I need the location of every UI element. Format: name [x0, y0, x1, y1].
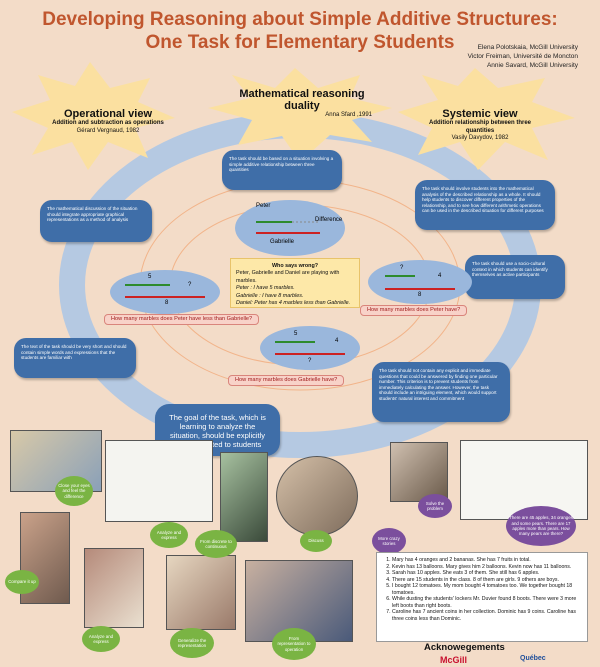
- photo-worksheet: [460, 440, 588, 520]
- question-3: How many marbles does Gabrielle have?: [228, 375, 345, 386]
- question-1: How many marbles does Peter have less th…: [104, 314, 260, 325]
- bubble-crazy: More crazy stories: [372, 528, 406, 554]
- task-item: Sarah has 10 apples. She eats 3 of them.…: [392, 570, 582, 577]
- photo-discrete: [220, 452, 268, 542]
- box-situation: The task should be based on a situation …: [222, 150, 342, 190]
- diagram-center-oval: [235, 200, 345, 256]
- photo-analyze: [84, 548, 144, 628]
- star-systemic: [398, 68, 575, 170]
- photo-discuss: [276, 456, 358, 536]
- operational-heading: Operational view: [63, 108, 153, 120]
- box-context: The task should use a socio-cultural con…: [465, 255, 565, 299]
- authors: Elena Polotskaia, McGill University Vict…: [468, 43, 578, 70]
- diagram-left-oval: [110, 270, 220, 314]
- task-item: There are 15 students in the class. 8 of…: [392, 577, 582, 584]
- who-says-line-4: Daniel: Peter has 4 marbles less than Ga…: [236, 300, 351, 307]
- bubble-analyze-2: Analyze and express: [82, 626, 120, 652]
- task-item: Caroline has 7 ancient coins in her coll…: [392, 609, 582, 622]
- label-difference: Difference: [315, 217, 343, 223]
- mathematical-heading: Mathematical reasoning duality: [239, 88, 365, 112]
- mcgill-logo: McGill: [440, 655, 468, 665]
- bubble-discuss: Discuss: [300, 530, 332, 552]
- who-says-heading: Who says wrong?: [271, 263, 319, 269]
- diagram-bottom-oval: [260, 326, 360, 370]
- bubble-analyze-1: Analyze and express: [150, 522, 188, 548]
- author-3: Annie Savard, McGill University: [486, 62, 578, 69]
- quebec-logo: Québec: [520, 655, 546, 662]
- author-2: Victor Freiman, Université de Moncton: [467, 53, 578, 60]
- ack-heading: Acknowegements: [424, 642, 505, 653]
- box-short: The text of the task should be very shor…: [14, 338, 136, 378]
- operational-sub: Addition and subtraction as operations: [52, 120, 164, 126]
- question-2: How many marbles does Peter have?: [360, 305, 468, 316]
- photo-board: [105, 440, 213, 522]
- task-list: Mary has 4 oranges and 2 bananas. She ha…: [376, 552, 588, 642]
- star-mathematical: [208, 68, 392, 162]
- label-right-bottom: 8: [418, 292, 422, 298]
- who-says-wrong: Who says wrong? Peter, Gabrielle and Dan…: [230, 258, 360, 308]
- label-gabrielle: Gabrielle: [270, 239, 295, 245]
- label-bottom-mid: 4: [335, 338, 339, 344]
- bubble-representation: From representation to operation: [272, 628, 316, 660]
- label-bottom-top: 5: [294, 331, 298, 337]
- task-item: I bought 12 tomatoes. My mom bought 4 to…: [392, 583, 582, 596]
- label-left-top: 5: [148, 274, 152, 280]
- systemic-author: Vasily Davydov, 1982: [451, 135, 509, 141]
- box-discussion: The mathematical discussion of the situa…: [40, 200, 152, 242]
- poster-title: Developing Reasoning about Simple Additi…: [0, 8, 600, 54]
- label-right-top: ?: [400, 265, 404, 271]
- bubble-close-eyes: Close your eyes and feel the difference: [55, 476, 93, 506]
- bubble-compare: Compare it up: [5, 570, 39, 594]
- mathematical-author: Anna Sfard ,1991: [325, 112, 372, 118]
- label-bottom-q: ?: [308, 358, 312, 364]
- operational-view: Operational view Addition and subtractio…: [48, 108, 168, 135]
- star-operational: [12, 62, 175, 170]
- bubble-solve: Solve the problem: [418, 494, 452, 518]
- task-item: While dusting the students' lockers Mr. …: [392, 596, 582, 609]
- label-peter: Peter: [256, 203, 271, 209]
- operational-author: Gérard Vergnaud, 1982: [76, 127, 140, 134]
- who-says-line-2: Peter : I have 5 marbles.: [236, 285, 295, 292]
- who-says-line-3: Gabrielle : I have 8 marbles.: [236, 292, 304, 299]
- box-involve: The task should involve students into th…: [415, 180, 555, 230]
- task-item: Kevin has 13 balloons. Mary gives him 2 …: [392, 564, 582, 571]
- author-1: Elena Polotskaia, McGill University: [477, 44, 578, 51]
- title-line-1: Developing Reasoning about Simple Additi…: [42, 9, 558, 30]
- systemic-sub: Addition relationship between three quan…: [428, 120, 531, 134]
- bubble-apples: There are 45 apples, 34 oranges and some…: [506, 506, 576, 546]
- label-right-mid: 4: [438, 273, 442, 279]
- label-left-q: ?: [188, 282, 192, 288]
- bubble-generalize: Generalize the representation: [170, 628, 214, 658]
- diagram-right-oval: [368, 260, 472, 304]
- photo-generalize: [166, 555, 236, 630]
- bubble-discrete: From discrete to continuous: [195, 530, 237, 558]
- mathematical-view: Mathematical reasoning duality Anna Sfar…: [232, 88, 372, 120]
- task-item: Mary has 4 oranges and 2 bananas. She ha…: [392, 557, 582, 564]
- who-says-line-1: Peter, Gabrielle and Daniel are playing …: [236, 270, 340, 284]
- box-explicit: The task should not contain any explicit…: [372, 362, 510, 422]
- systemic-heading: Systemic view: [442, 108, 518, 120]
- photo-solve: [390, 442, 448, 502]
- label-left-bottom: 8: [165, 300, 169, 306]
- systemic-view: Systemic view Addition relationship betw…: [420, 108, 540, 143]
- title-line-2: One Task for Elementary Students: [145, 32, 455, 53]
